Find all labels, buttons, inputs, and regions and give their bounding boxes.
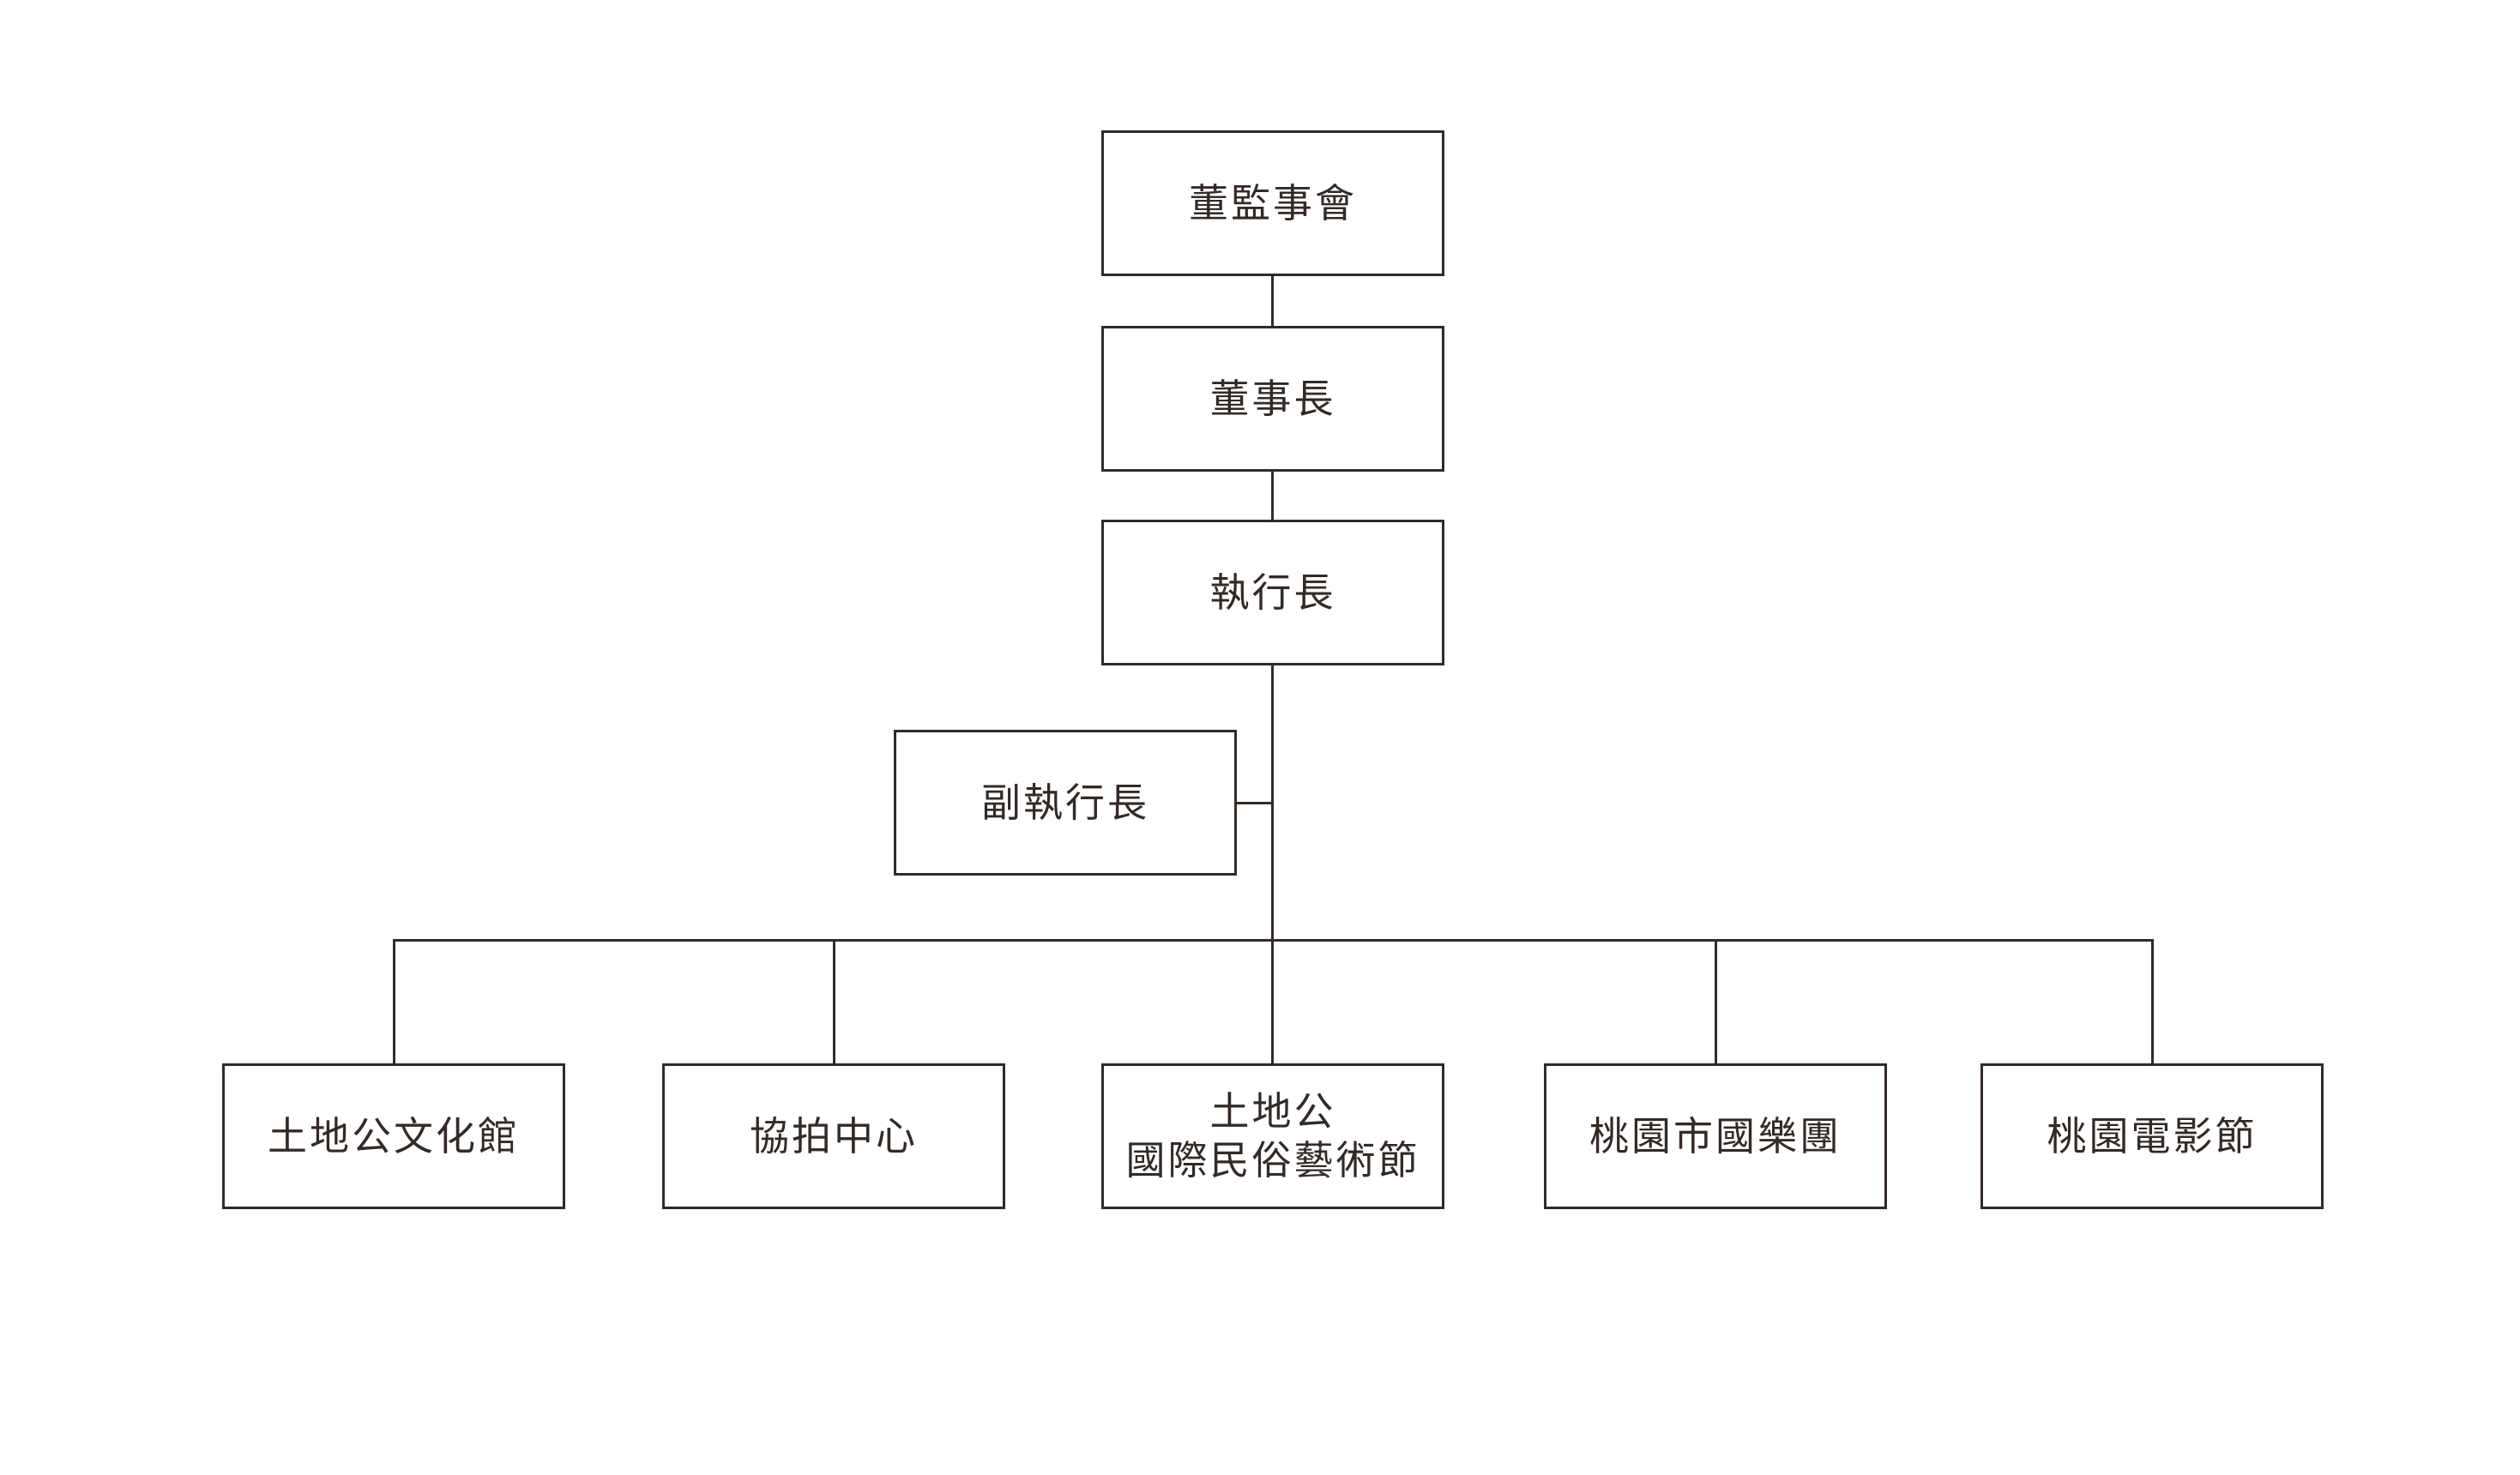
node-ceo: 執行長	[1101, 520, 1444, 665]
node-chairman-label: 董事長	[1209, 376, 1336, 421]
node-ceo-label: 執行長	[1209, 569, 1336, 615]
connector-distribution	[393, 939, 2154, 942]
connector-drop-2	[833, 939, 835, 1064]
node-board-label: 董監事會	[1189, 180, 1357, 226]
connector-deputy-stub	[1237, 802, 1274, 804]
dept-label: 桃園市國樂團	[1589, 1113, 1842, 1159]
node-dept-chinese-orchestra: 桃園市國樂團	[1544, 1063, 1887, 1209]
connector-drop-4	[1715, 939, 1717, 1064]
connector-drop-1	[393, 939, 395, 1064]
dept-label: 土地公文化館	[268, 1113, 520, 1159]
connector-chairman-ceo	[1271, 472, 1274, 520]
node-deputy-ceo-label: 副執行長	[981, 780, 1149, 825]
dept-label: 協拍中心	[750, 1113, 918, 1159]
connector-drop-5	[2151, 939, 2154, 1064]
node-chairman: 董事長	[1101, 326, 1444, 472]
node-deputy-ceo: 副執行長	[894, 730, 1237, 876]
node-dept-folklore-festival: 土地公 國際民俗藝術節	[1101, 1063, 1444, 1209]
node-dept-tudigong-culture-hall: 土地公文化館	[222, 1063, 565, 1209]
dept-label-line1: 土地公	[1209, 1089, 1336, 1134]
node-board: 董監事會	[1101, 130, 1444, 276]
connector-ceo-spine	[1271, 665, 1274, 1064]
node-dept-film-festival: 桃園電影節	[1980, 1063, 2324, 1209]
dept-label: 土地公 國際民俗藝術節	[1126, 1087, 1420, 1185]
dept-label-line2: 國際民俗藝術節	[1125, 1138, 1420, 1183]
node-dept-film-assistance-center: 協拍中心	[662, 1063, 1005, 1209]
dept-label: 桃園電影節	[2047, 1113, 2258, 1159]
connector-board-chairman	[1271, 276, 1274, 326]
